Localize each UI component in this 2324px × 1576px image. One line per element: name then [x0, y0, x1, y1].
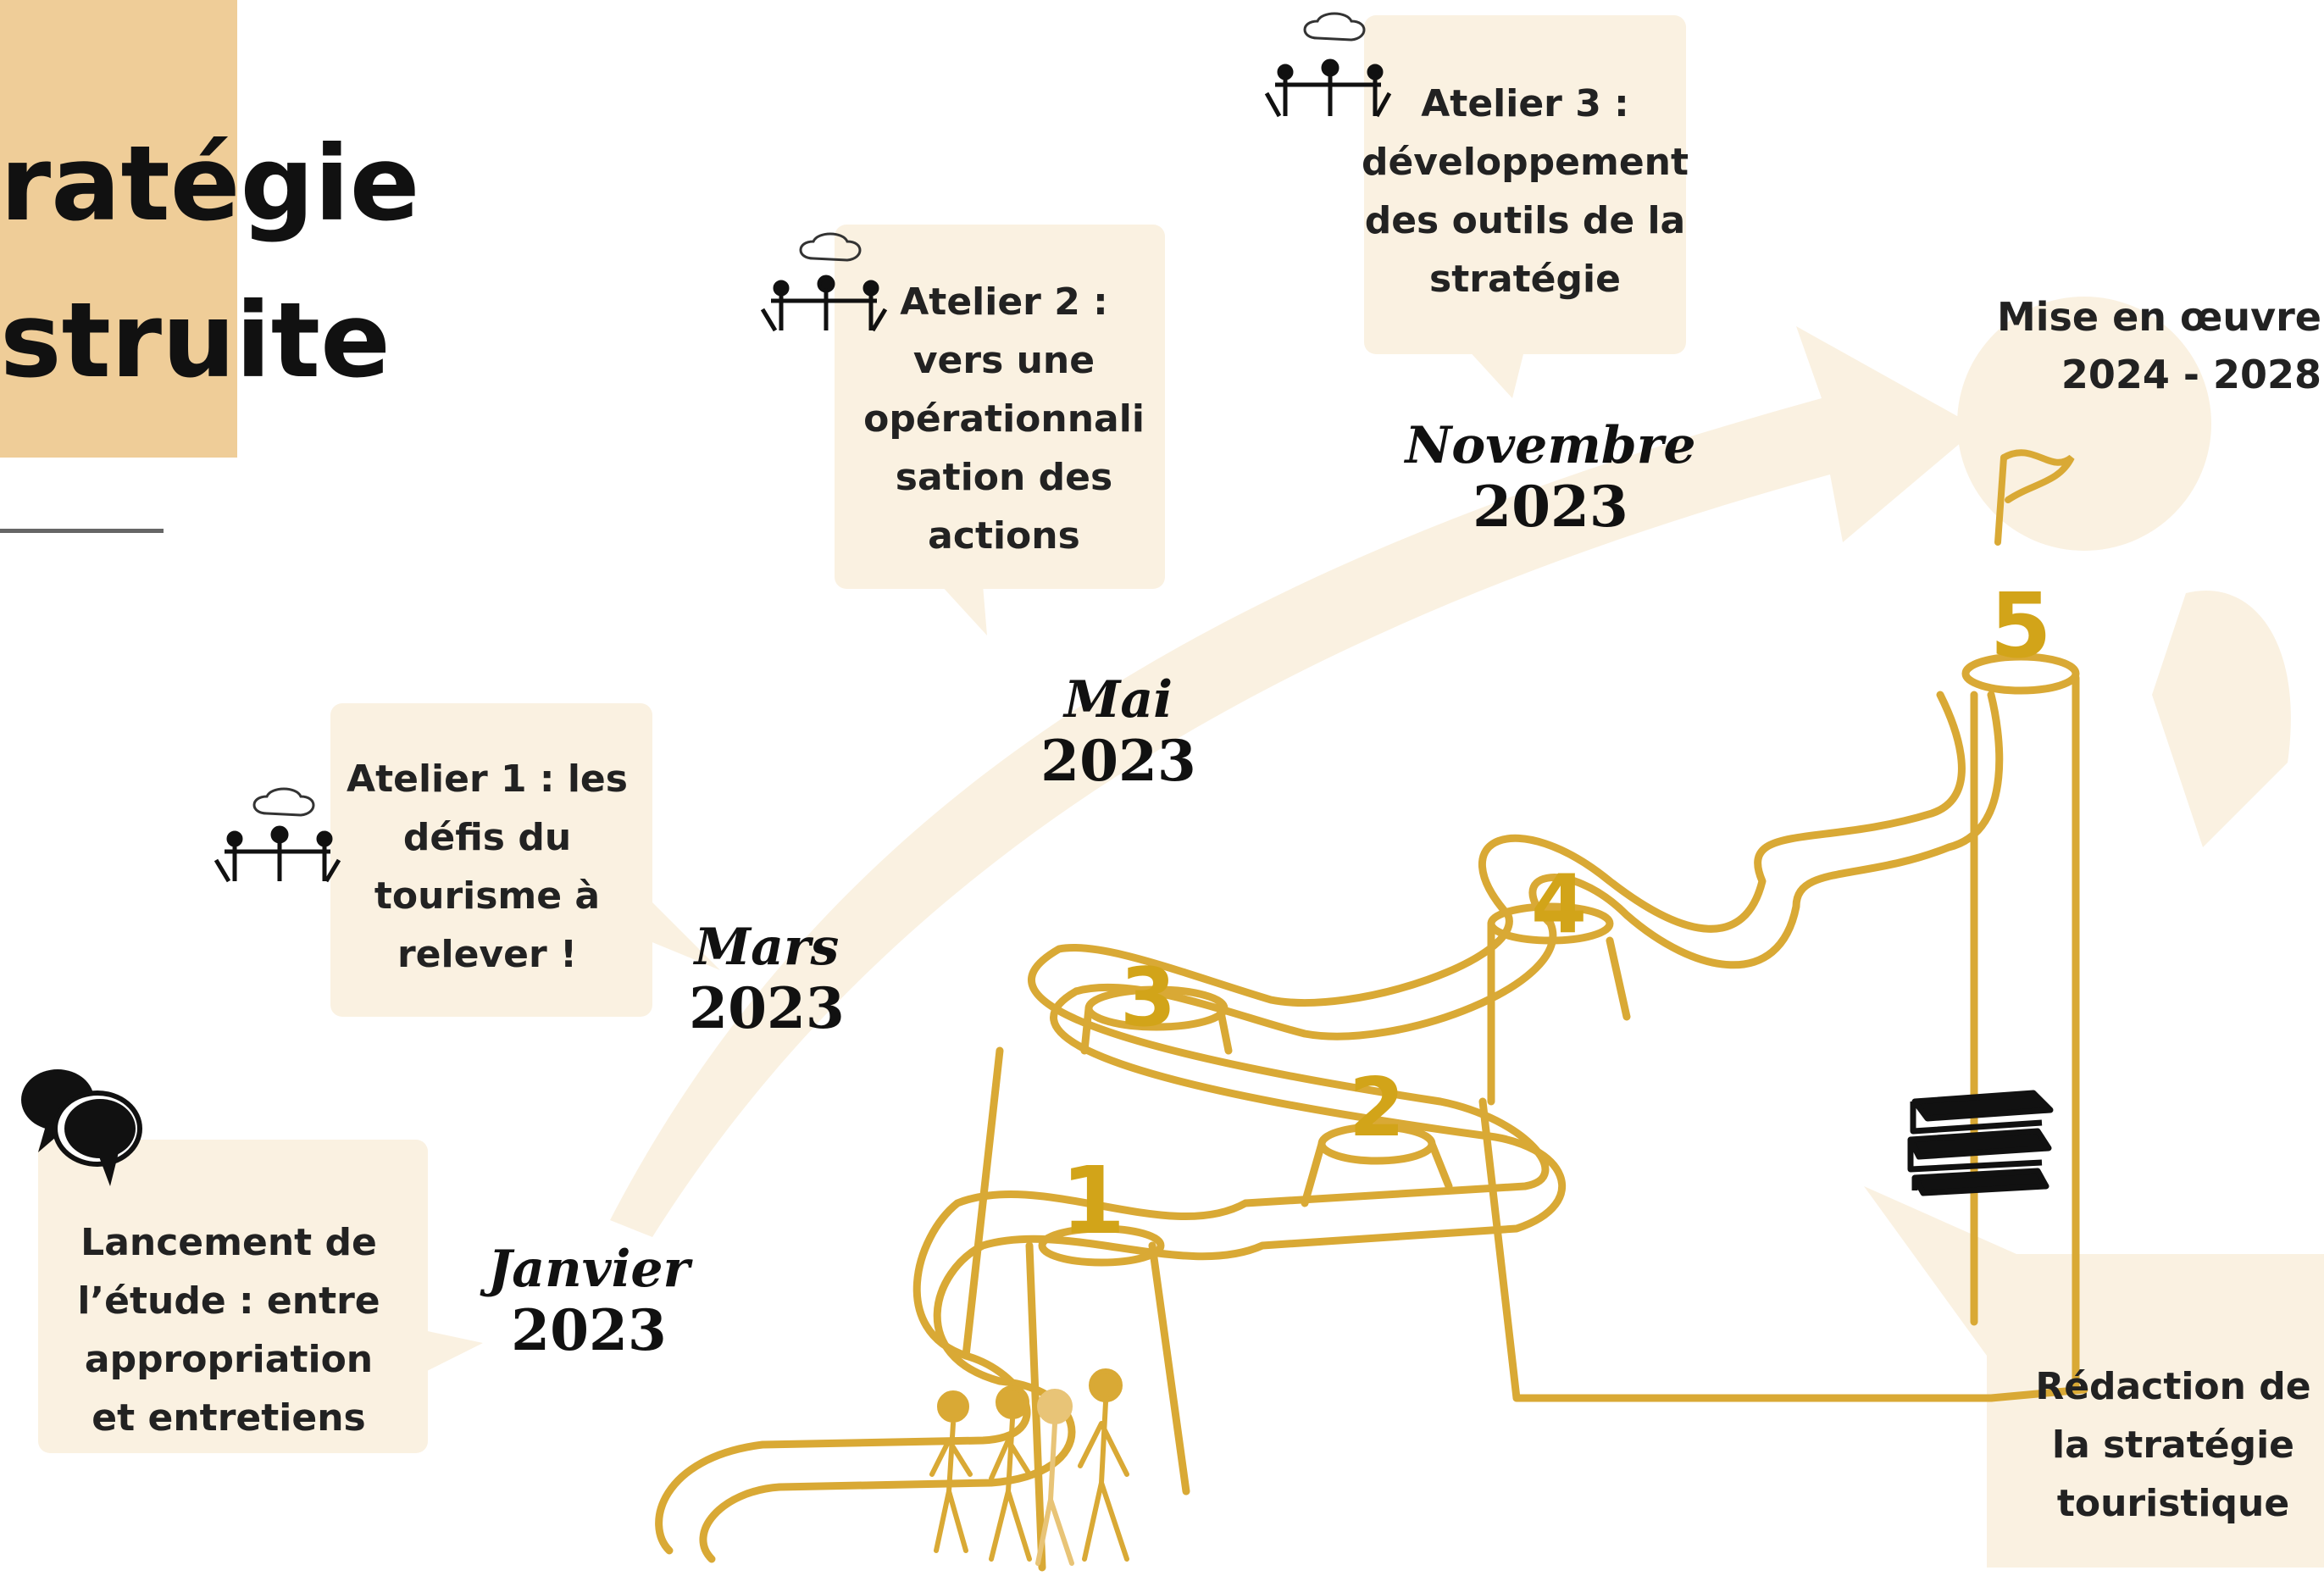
page-title: ratégie struite: [0, 106, 419, 419]
books-icon: [1907, 1090, 2054, 1196]
date-year: 2023: [689, 975, 845, 1041]
date-month: Mai: [1063, 670, 1173, 730]
date-year: 2023: [511, 1297, 667, 1363]
title-line-2: struite: [0, 280, 391, 401]
implementation-label: Mise en œuvre 2024 - 2028: [1932, 288, 2321, 403]
bubble-shape-4: [1364, 15, 1686, 398]
title-underline: [0, 529, 164, 533]
date-month: Janvier: [487, 1240, 691, 1299]
step-number-3: 3: [1120, 952, 1176, 1045]
milestone-text-3: Atelier 2 : vers une opérationnali satio…: [863, 280, 1145, 558]
date-year: 2023: [1040, 728, 1196, 794]
date-mai: Mai 2023: [1029, 669, 1207, 791]
step-number-2: 2: [1349, 1062, 1405, 1155]
speech-bubbles-icon: [21, 1069, 142, 1186]
title-block: [0, 0, 237, 458]
progress-arrow: [610, 326, 1978, 1237]
title-line-1: ratégie: [0, 124, 420, 244]
date-novembre: Novembre 2023: [1389, 415, 1711, 537]
step-number-4: 4: [1531, 858, 1587, 952]
implementation-halo: [1957, 297, 2211, 551]
meeting-icon-2: [760, 232, 888, 332]
step-number-1: 1: [1061, 1146, 1126, 1255]
flag-icon: [1994, 449, 2075, 546]
meeting-icon-3: [1264, 12, 1392, 118]
person-silhouette: [2152, 590, 2291, 847]
bubble-shape-3: [835, 225, 1165, 635]
milestone-text-1: Lancement de l’étude : entre appropriati…: [77, 1221, 380, 1440]
bubble-shape-1: [38, 1140, 483, 1453]
date-month: Mars: [694, 918, 840, 977]
date-janvier: Janvier 2023: [474, 1239, 703, 1361]
implementation-line-2: 2024 - 2028: [2061, 352, 2321, 397]
milestone-text-4: Atelier 3 : développement des outils de …: [1361, 82, 1689, 301]
bubble-shape-2: [330, 703, 720, 1017]
date-year: 2023: [1473, 474, 1628, 540]
walking-people-icon: [929, 1368, 1129, 1566]
date-mars: Mars 2023: [678, 917, 856, 1039]
winding-path: [655, 652, 2088, 1572]
step-number-5: 5: [1989, 574, 2051, 678]
meeting-icon-1: [214, 787, 341, 883]
implementation-line-1: Mise en œuvre: [1996, 294, 2321, 340]
milestone-text-2: Atelier 1 : les défis du tourisme à rele…: [347, 757, 628, 976]
date-month: Novembre: [1405, 416, 1696, 475]
redaction-text: Rédaction de la stratégie touristique: [2035, 1365, 2311, 1525]
bubble-shape-5: [1864, 1186, 2324, 1568]
